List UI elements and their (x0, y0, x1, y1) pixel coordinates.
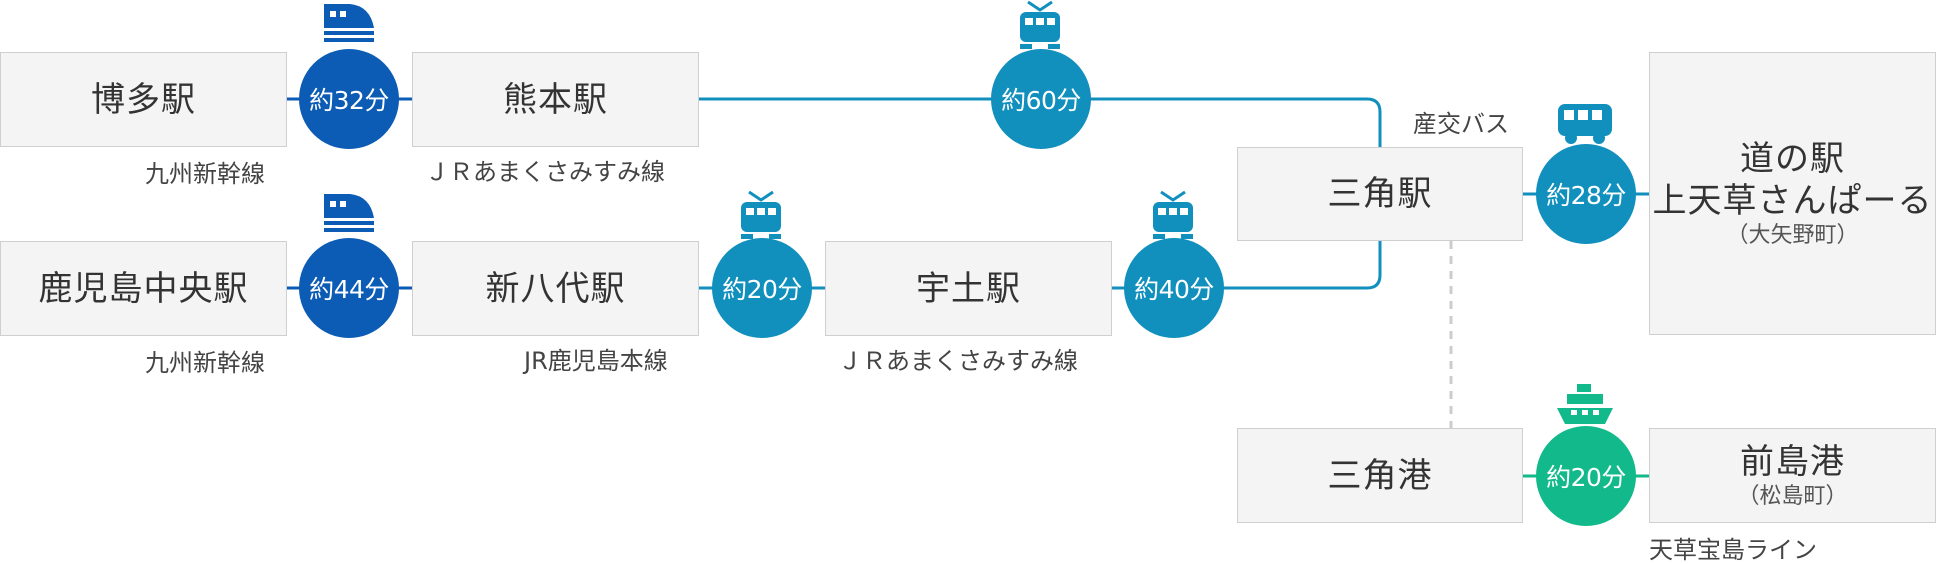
station-shin-yatsushiro: 新八代駅 (412, 241, 699, 336)
line-label-kyushu-shinkansen: 九州新幹線 (145, 349, 265, 377)
line-label-kagoshima-main: JR鹿児島本線 (524, 347, 668, 375)
ship-icon (1557, 384, 1613, 424)
station-name: 三角駅 (1327, 174, 1433, 214)
shinkansen-icon (324, 4, 374, 42)
station-location: （大矢野町） (1726, 222, 1859, 248)
station-kumamoto: 熊本駅 (412, 52, 699, 147)
station-name-line2: 上天草さんぱーる (1652, 180, 1933, 221)
station-misumi-port: 三角港 (1237, 428, 1523, 523)
train-icon (1153, 190, 1193, 239)
station-name: 宇土駅 (916, 268, 1021, 309)
time-badge-kumamoto-misumi: 約60分 (991, 49, 1091, 149)
station-misumi: 三角駅 (1237, 147, 1523, 241)
time-badge-misumiport-maejima: 約20分 (1536, 426, 1636, 526)
station-location: （松島町） (1737, 483, 1848, 509)
line-label-kyushu-shinkansen: 九州新幹線 (145, 160, 265, 188)
station-name: 鹿児島中央駅 (38, 268, 249, 309)
time-badge-shinyatsushiro-uto: 約20分 (712, 238, 812, 338)
line-label-amakusa-misumi: ＪＲあまくさみすみ線 (838, 347, 1078, 375)
station-michinoeki: 道の駅 上天草さんぱーる （大矢野町） (1649, 52, 1936, 335)
station-name: 博多駅 (91, 79, 196, 120)
station-name: 三角港 (1327, 455, 1433, 496)
train-icon (1020, 0, 1060, 49)
line-label-treasure-line: 天草宝島ライン (1649, 536, 1817, 564)
station-name: 新八代駅 (485, 268, 626, 309)
station-kagoshima-chuo: 鹿児島中央駅 (0, 241, 287, 336)
time-badge-misumi-michinoeki: 約28分 (1536, 144, 1636, 244)
time-badge-hakata-kumamoto: 約32分 (299, 49, 399, 149)
station-name: 前島港 (1740, 441, 1845, 482)
station-name: 熊本駅 (503, 79, 608, 120)
line-kumamoto-misumi (698, 97, 1382, 147)
shinkansen-icon (324, 194, 374, 232)
bus-icon (1558, 104, 1612, 144)
line-label-amakusa-misumi: ＪＲあまくさみすみ線 (425, 158, 665, 186)
line-uto-misumi (1111, 240, 1382, 290)
station-hakata: 博多駅 (0, 52, 287, 147)
train-icon (741, 190, 781, 239)
station-maejima-port: 前島港 （松島町） (1649, 428, 1936, 523)
time-badge-uto-misumi: 約40分 (1124, 238, 1224, 338)
line-label-sanko-bus: 産交バス (1413, 110, 1509, 138)
time-badge-kagoshima-shinyatsushiro: 約44分 (299, 238, 399, 338)
station-uto: 宇土駅 (825, 241, 1112, 336)
station-name-line1: 道の駅 (1740, 138, 1845, 179)
